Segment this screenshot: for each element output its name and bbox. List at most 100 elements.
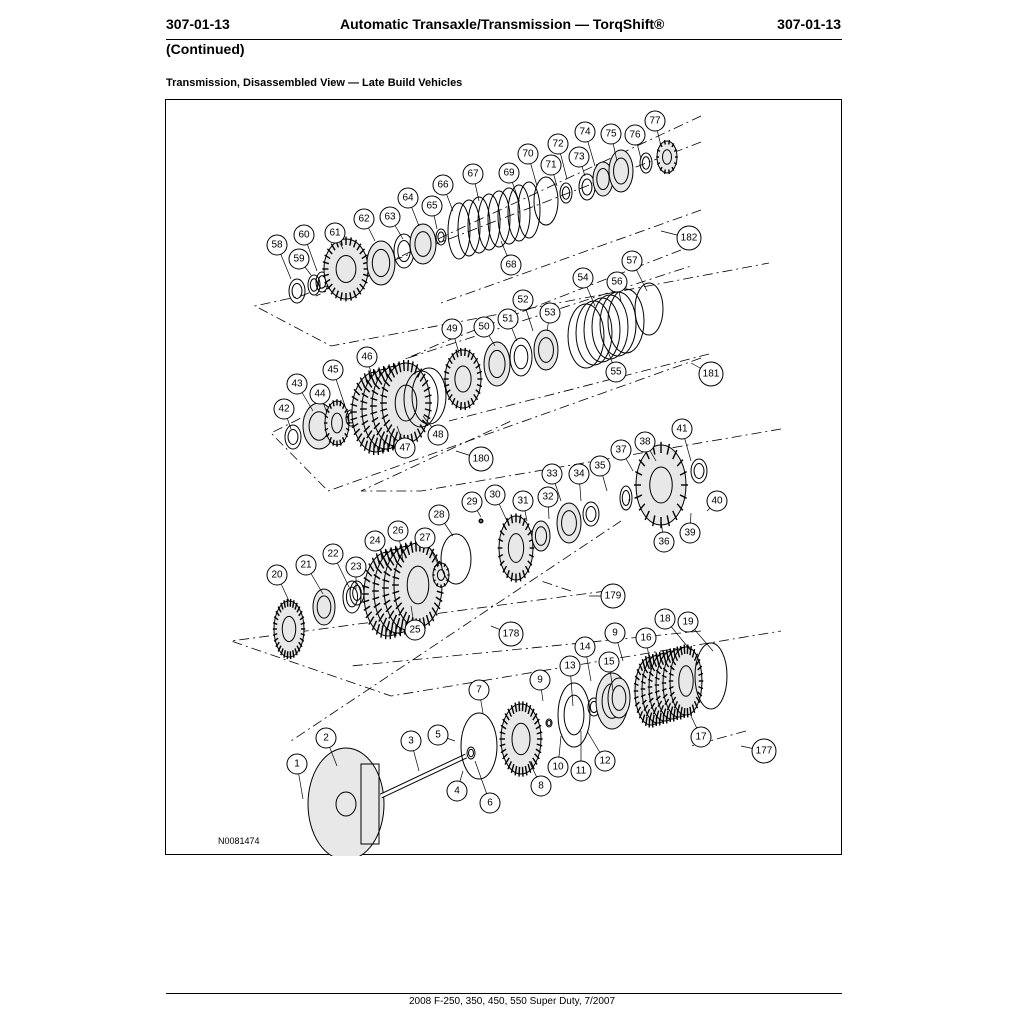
ring-part bbox=[582, 501, 600, 527]
callout-balloon bbox=[547, 133, 569, 155]
gear-tooth bbox=[518, 766, 521, 777]
gear-tooth bbox=[373, 422, 381, 430]
gear-tooth bbox=[385, 620, 391, 632]
gear-tooth bbox=[383, 419, 391, 427]
gear-tooth bbox=[470, 352, 475, 361]
callout-number: 51 bbox=[502, 314, 514, 325]
gear-tooth bbox=[514, 765, 518, 776]
ring-part bbox=[608, 149, 634, 193]
gear-tooth bbox=[475, 389, 481, 395]
gear-tooth bbox=[350, 403, 358, 407]
callout-70: 70 bbox=[517, 143, 539, 165]
gear-bore bbox=[281, 615, 297, 643]
callout-number: 18 bbox=[659, 614, 671, 625]
gear-tooth bbox=[638, 459, 646, 467]
gear-tooth bbox=[393, 364, 399, 375]
gear-tooth bbox=[663, 140, 666, 145]
ring-inner-edge bbox=[437, 231, 445, 243]
gear-tooth bbox=[353, 388, 361, 396]
gear-tooth bbox=[648, 712, 653, 721]
callout-balloon bbox=[428, 504, 450, 526]
ring-inner-edge bbox=[693, 463, 705, 479]
callout-number: 29 bbox=[466, 497, 478, 508]
gear-tooth bbox=[663, 169, 666, 174]
gear-tooth bbox=[395, 547, 401, 559]
ring-inner-edge bbox=[561, 186, 571, 200]
callout-number: 48 bbox=[432, 430, 444, 441]
gear-tooth bbox=[359, 377, 366, 387]
callout-2: 2 bbox=[315, 727, 337, 749]
gear-tooth bbox=[524, 702, 528, 713]
clutch-plate bbox=[507, 184, 531, 242]
gear-tooth bbox=[362, 599, 370, 604]
callout-1: 1 bbox=[286, 753, 308, 775]
gear-tooth bbox=[433, 579, 436, 583]
callout-34: 34 bbox=[568, 463, 590, 485]
gear-tooth bbox=[668, 686, 674, 690]
gear-tooth bbox=[650, 665, 656, 672]
gear-tooth bbox=[424, 394, 432, 398]
callout-balloon bbox=[568, 463, 590, 485]
gear-tooth bbox=[467, 349, 471, 358]
ring-inner-edge bbox=[488, 349, 506, 379]
gear-body bbox=[656, 140, 678, 174]
gear-tooth bbox=[693, 653, 699, 662]
gear-tooth bbox=[410, 541, 414, 553]
gear-tooth bbox=[373, 382, 381, 390]
gear-tooth bbox=[634, 471, 643, 476]
gear-tooth bbox=[467, 400, 471, 409]
gear-tooth bbox=[300, 633, 306, 636]
ring-inner-edge bbox=[287, 429, 299, 445]
callout-66: 66 bbox=[432, 174, 454, 196]
ring-inner-edge bbox=[345, 586, 359, 608]
callout-72: 72 bbox=[547, 133, 569, 155]
callout-16: 16 bbox=[635, 627, 657, 649]
callout-number: 14 bbox=[579, 642, 591, 653]
ring-part bbox=[557, 682, 591, 748]
callout-69: 69 bbox=[498, 162, 520, 184]
callout-52: 52 bbox=[512, 289, 534, 311]
callout-11: 11 bbox=[570, 760, 592, 782]
callout-number: 33 bbox=[546, 469, 558, 480]
callout-balloon bbox=[572, 267, 594, 289]
callout-53: 53 bbox=[539, 302, 561, 324]
gear-tooth bbox=[391, 614, 398, 625]
gear-bore bbox=[511, 722, 531, 756]
gear-tooth bbox=[273, 637, 279, 642]
gear-tooth bbox=[419, 373, 426, 382]
gear-tooth bbox=[401, 548, 408, 559]
gear-tooth bbox=[502, 718, 508, 725]
gear-tooth bbox=[356, 243, 362, 251]
gear-tooth bbox=[371, 416, 379, 423]
gear-tooth bbox=[277, 645, 282, 652]
callout-9: 9 bbox=[529, 669, 551, 691]
callout-balloon bbox=[322, 543, 344, 565]
callout-60: 60 bbox=[293, 224, 315, 246]
ring-inner-edge bbox=[611, 685, 627, 711]
gear-body bbox=[324, 400, 350, 446]
callout-8: 8 bbox=[530, 775, 552, 797]
gear-tooth bbox=[356, 382, 363, 391]
gear-tooth bbox=[380, 394, 388, 398]
gear-tooth bbox=[643, 704, 649, 711]
gear-tooth bbox=[421, 379, 429, 387]
gear-tooth bbox=[524, 765, 528, 776]
callout-number: 22 bbox=[327, 549, 339, 560]
gear-tooth bbox=[335, 290, 340, 299]
ring-inner-edge bbox=[563, 694, 585, 736]
ring-part bbox=[435, 228, 447, 246]
gear-tooth bbox=[394, 624, 397, 637]
callout-13: 13 bbox=[559, 655, 581, 677]
gear-tooth bbox=[506, 517, 510, 527]
callout-balloon bbox=[751, 738, 777, 764]
gear-tooth bbox=[277, 606, 282, 613]
ring-inner-edge bbox=[414, 231, 432, 257]
callout-balloon bbox=[322, 359, 344, 381]
callout-number: 6 bbox=[487, 798, 493, 809]
gear-tooth bbox=[464, 401, 467, 411]
gear-tooth bbox=[647, 692, 653, 696]
gear-tooth bbox=[372, 596, 380, 601]
figure-title: Transmission, Disassembled View — Late B… bbox=[166, 77, 463, 89]
callout-56: 56 bbox=[606, 271, 628, 293]
